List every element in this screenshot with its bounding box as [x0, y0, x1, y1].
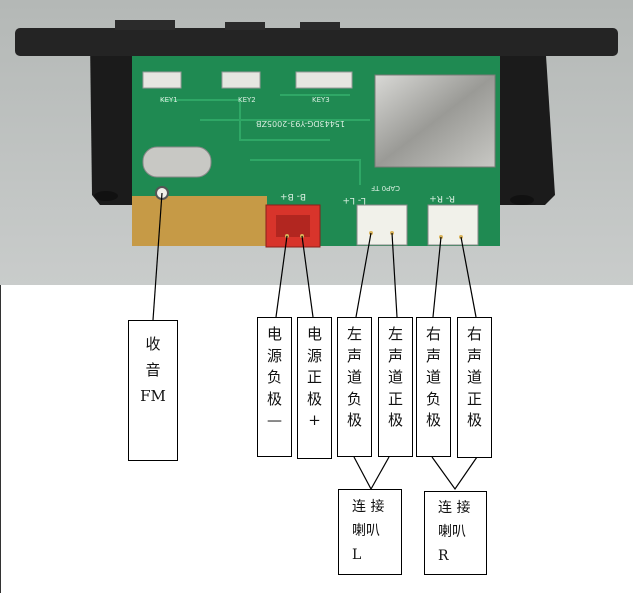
label-speaker-right-text: 连 接 喇叭 R: [438, 500, 471, 564]
left-group-bracket: [353, 456, 390, 491]
left-pos-leader: [391, 232, 398, 318]
faceplate-button: [225, 22, 265, 30]
left-pin-silkscreen: L- L+: [342, 195, 366, 205]
key2-silkscreen: KEY2: [238, 96, 256, 104]
label-fm: 收 音 FM: [128, 320, 178, 461]
label-left-positive-text: 左 声 道 正 极: [387, 325, 403, 429]
tf-card-slot: [374, 74, 496, 168]
right-neg-leader: [432, 236, 442, 318]
fm-leader: [152, 192, 163, 321]
right-group-bracket: [431, 456, 478, 491]
mount-foot: [510, 195, 534, 205]
power-pin-silkscreen: B- B+: [280, 191, 306, 201]
label-right-negative: 右 声 道 负 极: [416, 317, 451, 457]
label-fm-text: 收 音 FM: [140, 335, 166, 405]
key1-connector: [142, 71, 182, 89]
faceplate-button: [300, 22, 340, 30]
power-connector-inner: [276, 215, 310, 237]
pcb-traces: [160, 94, 370, 185]
gold-edge: [132, 196, 267, 246]
label-right-negative-text: 右 声 道 负 极: [425, 325, 441, 429]
label-right-positive-text: 右 声 道 正 极: [466, 325, 482, 429]
right-pos-leader: [460, 236, 477, 318]
faceplate-button: [115, 20, 175, 30]
power-pos-leader: [301, 235, 314, 318]
faceplate: [15, 28, 618, 56]
label-power-negative: 电 源 负 极 —: [257, 317, 292, 457]
left-speaker-connector: [356, 204, 408, 246]
page-left-border: [0, 285, 1, 593]
label-left-negative-text: 左 声 道 负 极: [346, 325, 362, 429]
left-bracket: [90, 40, 140, 205]
label-speaker-left-text: 连 接 喇叭 L: [352, 499, 385, 563]
label-right-positive: 右 声 道 正 极: [457, 317, 492, 458]
label-speaker-left: 连 接 喇叭 L: [338, 489, 402, 575]
board-photo: KEY1 KEY2 KEY3 15443DG-Y93-2005ZB CAP0 T…: [0, 0, 633, 285]
mount-foot: [94, 191, 118, 201]
crystal: [142, 146, 212, 178]
label-left-negative: 左 声 道 负 极: [337, 317, 372, 457]
label-power-positive-text: 电 源 正 极 +: [306, 325, 322, 429]
key1-silkscreen: KEY1: [160, 96, 178, 104]
pcb-code: 15443DG-Y93-2005ZB: [256, 119, 345, 128]
label-power-positive: 电 源 正 极 +: [297, 317, 332, 459]
label-left-positive: 左 声 道 正 极: [378, 317, 413, 457]
right-pin-silkscreen: R- R+: [429, 193, 455, 203]
power-neg-leader: [275, 235, 288, 318]
right-speaker-connector: [427, 204, 479, 246]
tf-silkscreen: CAP0 TF: [371, 184, 400, 192]
key2-connector: [221, 71, 261, 89]
key3-connector: [295, 71, 353, 89]
label-power-negative-text: 电 源 负 极 —: [266, 325, 282, 429]
key3-silkscreen: KEY3: [312, 96, 330, 104]
right-bracket: [490, 40, 555, 205]
label-speaker-right: 连 接 喇叭 R: [424, 491, 487, 575]
left-neg-leader: [355, 232, 372, 318]
